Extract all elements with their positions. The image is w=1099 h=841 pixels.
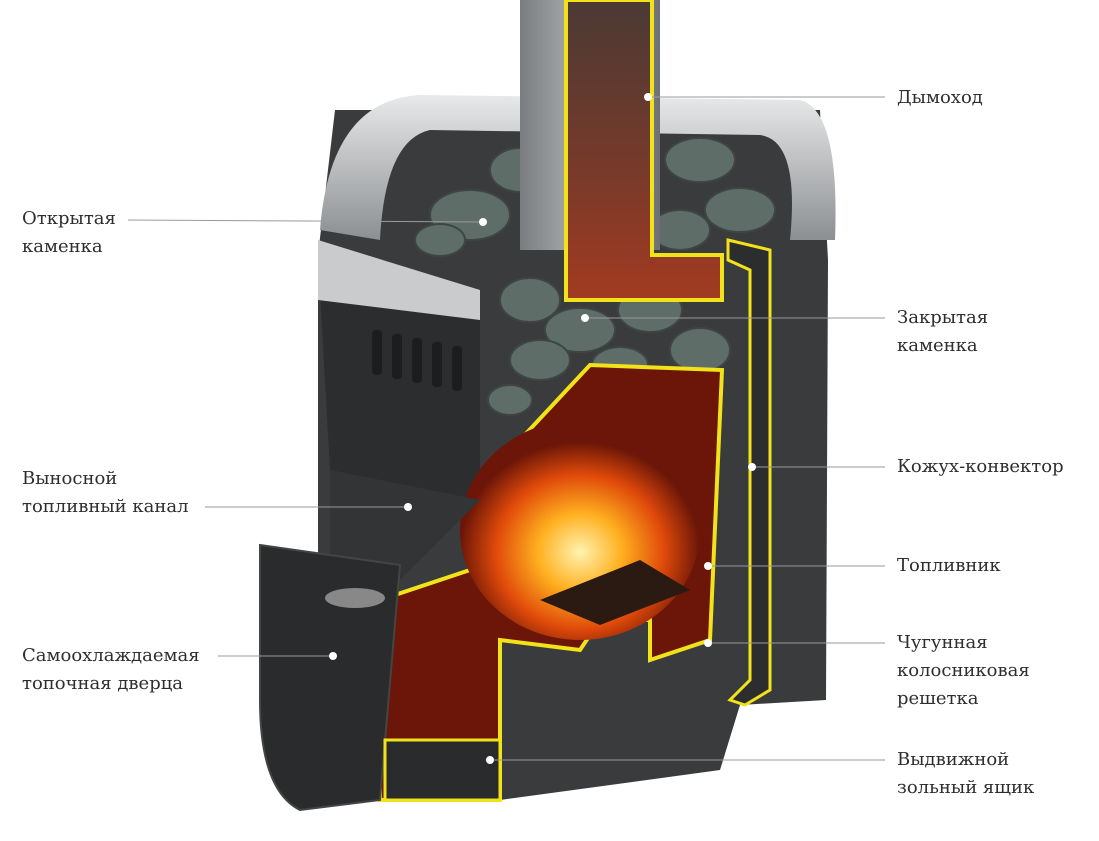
- label-line: Чугунная: [897, 632, 988, 653]
- label-line: топочная дверца: [22, 673, 184, 694]
- label-open-heater: Открытая каменка: [22, 205, 116, 261]
- ash-box: [383, 738, 502, 802]
- label-convector-casing: Кожух-конвектор: [897, 453, 1064, 481]
- label-ash-box: Выдвижной зольный ящик: [897, 746, 1034, 802]
- leader-lines: [127, 96, 885, 761]
- label-line: каменка: [897, 335, 978, 356]
- label-door: Самоохлаждаемая топочная дверца: [22, 642, 200, 698]
- label-line: Дымоход: [897, 87, 983, 108]
- logs: [540, 560, 690, 625]
- label-line: решетка: [897, 688, 979, 709]
- top-rim: [320, 95, 836, 240]
- door: [259, 543, 402, 812]
- label-line: Выносной: [22, 468, 118, 489]
- label-line: Открытая: [22, 208, 116, 229]
- label-line: Выдвижной: [897, 749, 1010, 770]
- label-line: Кожух-конвектор: [897, 456, 1064, 477]
- label-line: каменка: [22, 236, 103, 257]
- label-closed-heater: Закрытая каменка: [897, 304, 988, 360]
- convector-casing: [726, 238, 772, 707]
- label-chimney: Дымоход: [897, 84, 983, 112]
- leader-dots: [329, 93, 756, 764]
- label-fuel-channel: Выносной топливный канал: [22, 465, 189, 521]
- door-logo: [325, 588, 385, 608]
- vent-slots: [372, 330, 462, 391]
- label-grate: Чугунная колосниковая решетка: [897, 629, 1030, 713]
- label-line: колосниковая: [897, 660, 1030, 681]
- label-line: зольный ящик: [897, 777, 1035, 798]
- label-line: Закрытая: [897, 307, 989, 328]
- label-line: Топливник: [897, 555, 1001, 576]
- label-line: Самоохлаждаемая: [22, 645, 200, 666]
- label-line: топливный канал: [22, 496, 189, 517]
- label-firebox: Топливник: [897, 552, 1001, 580]
